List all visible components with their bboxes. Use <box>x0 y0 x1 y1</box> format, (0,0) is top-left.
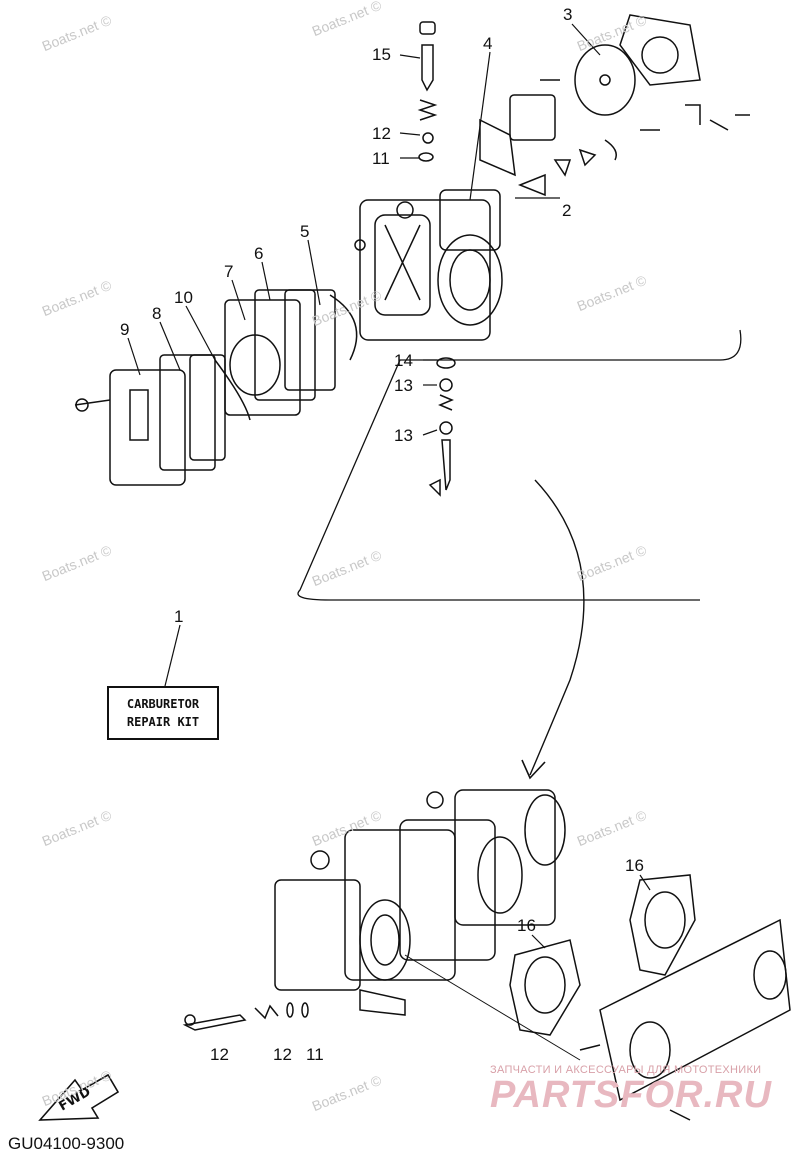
callout-6: 6 <box>254 244 264 263</box>
leader-10 <box>185 305 216 361</box>
callout-14: 14 <box>394 351 413 370</box>
assembly-arrowhead <box>521 759 546 780</box>
leader-5 <box>307 239 321 306</box>
carburetor-assembly-bottom <box>274 789 566 1016</box>
leader-8 <box>159 321 181 371</box>
assembly-guide-line <box>404 954 581 1061</box>
float-bowl-stack <box>74 289 358 486</box>
callout-2: 2 <box>562 201 572 220</box>
assembly-arrow <box>529 479 585 776</box>
leader-12 <box>399 132 421 136</box>
callout-11-bottom: 11 <box>306 1045 324 1064</box>
carburetor-repair-kit-box: CARBURETOR REPAIR KIT <box>107 686 219 740</box>
callout-4: 4 <box>483 34 493 53</box>
callout-12-bottom-mid: 12 <box>273 1045 292 1064</box>
carburetor-body-top <box>354 189 503 341</box>
leader-1 <box>164 624 181 687</box>
leader-9 <box>127 337 141 376</box>
bottom-needle-parts <box>182 1002 309 1031</box>
needle-valve-parts <box>417 21 750 497</box>
group-bracket <box>297 329 742 601</box>
fwd-arrow <box>38 1073 120 1121</box>
leader-16b <box>531 934 546 949</box>
callout-9: 9 <box>120 320 130 339</box>
callout-1: 1 <box>174 607 184 626</box>
callout-12-bottom-left: 12 <box>210 1045 229 1064</box>
leader-16a <box>639 874 651 891</box>
callout-13-upper: 13 <box>394 376 413 395</box>
repair-kit-line-1: CARBURETOR <box>126 697 200 711</box>
diaphragm-cover <box>479 14 701 177</box>
callout-16-upper: 16 <box>625 856 644 875</box>
leader-15 <box>399 54 421 59</box>
leader-6 <box>261 261 271 301</box>
diagram-code: GU04100-9300 <box>8 1134 125 1153</box>
callout-11-top: 11 <box>372 149 390 168</box>
leader-13b <box>422 429 438 436</box>
intake-manifold <box>579 918 791 1121</box>
callout-16-lower: 16 <box>517 916 536 935</box>
repair-kit-line-2: REPAIR KIT <box>126 715 200 729</box>
brand-logo: PARTSFOR.RU <box>490 1074 772 1116</box>
callout-15: 15 <box>372 45 391 64</box>
callout-12-top: 12 <box>372 124 391 143</box>
partsfor-brand-watermark: ЗАПЧАСТИ И АКСЕССУАРЫ ДЛЯ МОТОТЕХНИКИ PA… <box>490 1064 790 1117</box>
callout-3: 3 <box>563 5 573 24</box>
callout-5: 5 <box>300 222 310 241</box>
callout-8: 8 <box>152 304 162 323</box>
brand-tagline: ЗАПЧАСТИ И АКСЕССУАРЫ ДЛЯ МОТОТЕХНИКИ <box>490 1064 762 1076</box>
gasket-16-upper <box>629 874 696 976</box>
leader-3 <box>571 23 601 56</box>
callout-13-lower: 13 <box>394 426 413 445</box>
callout-7: 7 <box>224 262 234 281</box>
callout-10: 10 <box>174 288 193 307</box>
gasket-16-lower <box>509 939 581 1036</box>
